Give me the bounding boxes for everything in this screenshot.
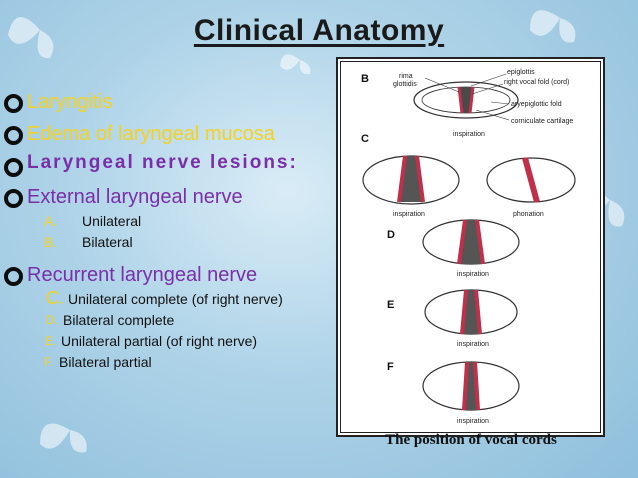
bullet-edema: Edema of laryngeal mucosa: [4, 122, 344, 146]
panel-label-d: D: [387, 229, 395, 241]
bullet-text: Laryngitis: [27, 91, 113, 113]
page-title: Clinical Anatomy: [193, 14, 445, 47]
sub-item: B. Bilateral: [4, 234, 344, 255]
sub-marker: B.: [44, 234, 58, 250]
bullet-recurrent-nerve: Recurrent laryngeal nerve: [4, 263, 344, 287]
ring-bullet-icon: [4, 126, 23, 145]
bullet-text: Recurrent laryngeal nerve: [27, 264, 258, 286]
ring-bullet-icon: [4, 267, 23, 286]
ring-bullet-icon: [4, 94, 23, 113]
sub-text: Bilateral complete: [63, 312, 175, 328]
panel-label-c: C: [361, 133, 369, 145]
panel-label-b: B: [361, 73, 369, 85]
sub-text: Bilateral: [82, 234, 133, 250]
vocal-cord-figure: B rima glottidis epiglottis right vocal …: [340, 61, 601, 433]
panel-label-e: E: [387, 299, 394, 311]
label-corniculate: corniculate cartilage: [511, 118, 573, 125]
ring-bullet-icon: [4, 189, 23, 208]
glottis-panel-e: [424, 289, 518, 335]
label-glottidis: glottidis: [393, 81, 417, 88]
bullet-external-nerve: External laryngeal nerve: [4, 185, 344, 209]
figure-caption: The position of vocal cords: [385, 432, 557, 448]
glottis-panel-c-right: [486, 157, 576, 203]
label-inspiration-f: inspiration: [457, 418, 489, 425]
bullet-nerve-lesions: Laryngeal nerve lesions:: [4, 152, 344, 177]
sub-item: E. Unilateral partial (of right nerve): [4, 333, 344, 354]
bullet-laryngitis: Laryngitis: [4, 90, 344, 114]
vocal-cord-diagram: B rima glottidis epiglottis right vocal …: [361, 69, 576, 425]
sub-marker: C.: [46, 288, 64, 308]
glottis-panel-d: [422, 219, 520, 265]
panel-label-f: F: [387, 361, 394, 373]
label-inspiration-b: inspiration: [453, 131, 485, 138]
label-inspiration-c: inspiration: [393, 211, 425, 218]
label-vocal-fold: right vocal fold (cord): [504, 79, 569, 86]
sub-item: A. Unilateral: [4, 213, 344, 234]
sub-item: F. Bilateral partial: [4, 354, 344, 375]
sub-marker: D.: [46, 313, 58, 327]
bullet-text: External laryngeal nerve: [27, 186, 243, 208]
ring-bullet-icon: [4, 158, 23, 177]
label-phonation-c: phonation: [513, 211, 544, 218]
label-rima: rima: [399, 73, 413, 80]
label-inspiration-d: inspiration: [457, 271, 489, 278]
sub-item: C. Unilateral complete (of right nerve): [4, 288, 344, 312]
sub-text: Bilateral partial: [59, 354, 152, 370]
glottis-panel-b: [413, 73, 519, 121]
bullet-list: Laryngitis Edema of laryngeal mucosa Lar…: [4, 90, 344, 375]
bullet-text: Laryngeal nerve lesions:: [27, 152, 298, 173]
label-aryepiglottic: aryepiglottic fold: [511, 101, 562, 108]
sub-marker: F.: [44, 355, 54, 369]
sub-item: D. Bilateral complete: [4, 312, 344, 333]
glottis-panel-c-left: [362, 155, 460, 205]
label-epiglottis: epiglottis: [507, 69, 535, 76]
sub-text: Unilateral complete (of right nerve): [68, 291, 283, 307]
sub-marker: A.: [44, 213, 58, 229]
bullet-text: Edema of laryngeal mucosa: [27, 123, 275, 145]
glottis-panel-f: [422, 361, 520, 411]
sub-text: Unilateral: [82, 213, 142, 229]
label-inspiration-e: inspiration: [457, 341, 489, 348]
sub-marker: E.: [45, 334, 57, 348]
sub-text: Unilateral partial (of right nerve): [61, 333, 258, 349]
